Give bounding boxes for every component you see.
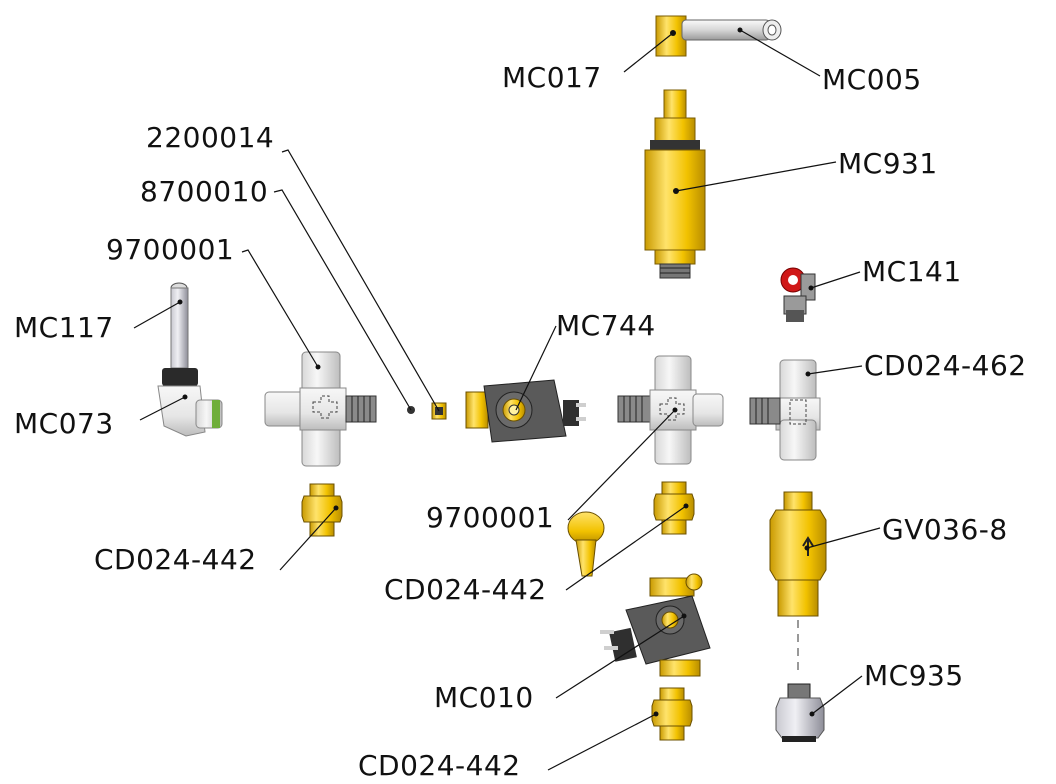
leader-cd024-442-mid [565, 505, 687, 591]
part-cd024-462 [749, 359, 821, 461]
part-9700001-left [264, 351, 377, 467]
label-9700001-mid: 9700001 [426, 501, 555, 534]
label-mc010: MC010 [434, 681, 534, 714]
part-mc935 [775, 683, 825, 742]
label-cd024-442-left: CD024-442 [94, 543, 257, 576]
label-mc117: MC117 [14, 311, 114, 344]
label-mc935: MC935 [864, 659, 964, 692]
label-mc744: MC744 [556, 309, 656, 342]
leader-mc010 [555, 615, 685, 699]
leader-mc005 [739, 29, 821, 77]
part-mc010 [600, 573, 711, 677]
part-mc744 [465, 379, 586, 443]
part-mc141 [780, 267, 816, 322]
leader-cd024-442-bottom [547, 713, 657, 771]
part-mc117 [170, 282, 189, 369]
label-mc005: MC005 [822, 63, 922, 96]
part-mc005 [681, 19, 782, 41]
label-cd024-442-mid: CD024-442 [384, 573, 547, 606]
leader-cd024-462 [807, 365, 863, 375]
label-gv036-8: GV036-8 [882, 513, 1008, 546]
leader-mc744 [515, 325, 557, 411]
leader-cd024-442-left [279, 507, 337, 571]
leader-mc117 [133, 301, 181, 329]
part-cd024-442-mid [653, 481, 695, 535]
label-cd024-462: CD024-462 [864, 349, 1027, 382]
label-mc017: MC017 [502, 61, 602, 94]
leader-mc935 [811, 675, 863, 715]
label-cd024-442-bottom: CD024-442 [358, 749, 521, 782]
label-8700010: 8700010 [140, 175, 269, 208]
label-9700001-top: 9700001 [106, 233, 235, 266]
leader-mc017 [623, 32, 674, 73]
part-9700001-mid [617, 355, 724, 465]
leader-9700001-top [241, 249, 319, 368]
part-cd024-442-bottom [651, 687, 693, 741]
leader-lines [133, 29, 881, 771]
part-brass-cap [567, 511, 605, 577]
leader-2200014 [281, 149, 440, 412]
part-mc073 [157, 368, 223, 437]
leader-mc073 [139, 396, 186, 421]
label-2200014: 2200014 [146, 121, 275, 154]
label-mc141: MC141 [862, 255, 962, 288]
part-mc931 [644, 89, 706, 279]
leader-mc141 [810, 271, 861, 289]
part-cd024-442-left [301, 483, 343, 537]
leader-gv036-8 [806, 527, 881, 549]
part-gv036-8 [769, 491, 827, 676]
leader-8700010 [273, 189, 412, 411]
label-mc931: MC931 [838, 147, 938, 180]
leader-mc931 [675, 161, 837, 192]
label-mc073: MC073 [14, 407, 114, 440]
leader-9700001-mid [567, 409, 676, 521]
